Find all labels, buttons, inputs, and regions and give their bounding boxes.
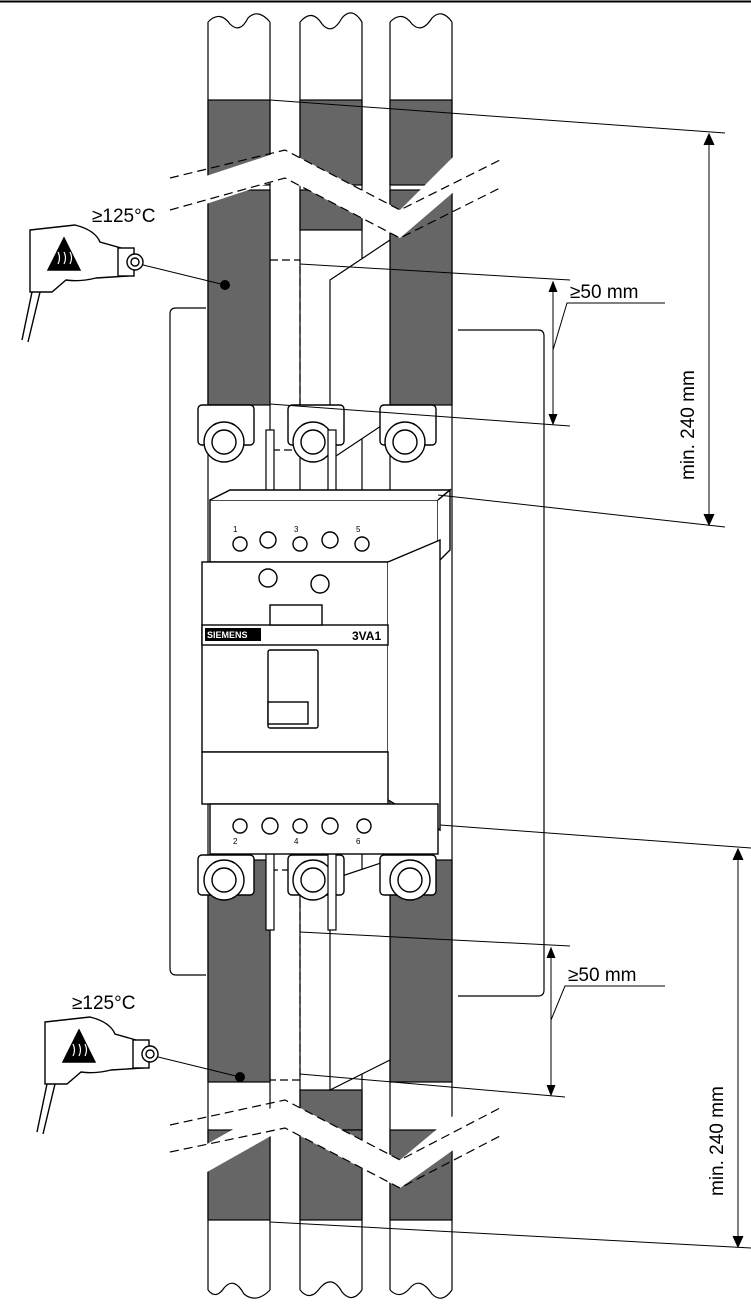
breaker-toggle-handle	[267, 701, 309, 725]
terminal-label-4: 4	[294, 837, 299, 846]
measurement-point-top	[220, 280, 230, 290]
mounting-plate	[169, 307, 545, 997]
terminal-label-3: 3	[294, 525, 299, 534]
heat-gun-icon	[21, 224, 144, 343]
heat-gun-icon-bottom	[36, 1016, 159, 1135]
temperature-label-bottom: ≥125°C	[72, 993, 135, 1014]
min-length-label-top: min. 240 mm	[678, 370, 699, 480]
clearance-label-top: ≥50 mm	[570, 282, 639, 303]
insulating-plates	[270, 238, 391, 1091]
terminal-label-1: 1	[233, 525, 238, 534]
terminal-label-6: 6	[356, 837, 361, 846]
min-length-label-bottom: min. 240 mm	[707, 1086, 728, 1196]
breaker-top-terminals	[209, 499, 439, 563]
breaker-brand: SIEMENS	[207, 630, 248, 640]
clearance-label-bottom: ≥50 mm	[568, 965, 637, 986]
hot-surface-warning-icon	[46, 236, 82, 271]
break-mark-bottom	[169, 1099, 501, 1189]
terminal-label-2: 2	[233, 837, 238, 846]
measurement-point-bottom	[235, 1072, 245, 1082]
busbar-left	[207, 13, 271, 1299]
break-mark-top	[169, 149, 501, 239]
terminal-label-5: 5	[356, 525, 361, 534]
circuit-breaker	[201, 488, 452, 855]
breaker-label-window	[269, 604, 323, 626]
terminal-bolts-bottom	[197, 854, 437, 901]
dimension-lines	[134, 99, 751, 1249]
temperature-label-top: ≥125°C	[92, 206, 155, 227]
breaker-model: 3VA1	[352, 629, 381, 643]
